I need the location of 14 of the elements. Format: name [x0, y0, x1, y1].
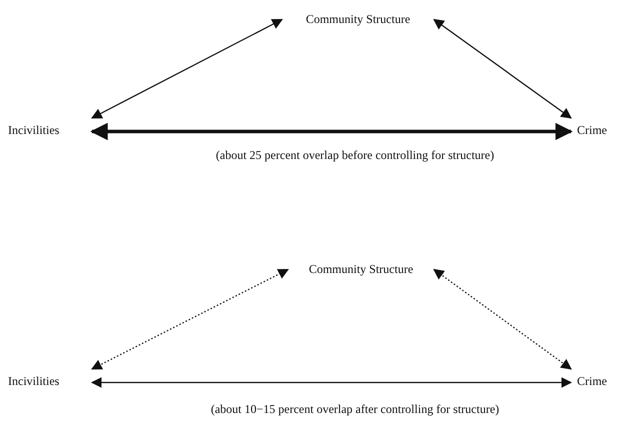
double-arrow	[90, 377, 572, 388]
node-label: Crime	[574, 372, 624, 391]
double-arrow	[433, 268, 572, 370]
double-arrow	[91, 18, 283, 119]
note: (about 10−15 percent overlap after controlling for structure)	[210, 402, 500, 417]
node-label: Incivilities	[5, 372, 89, 391]
node-label: Incivilities	[5, 121, 89, 140]
node-label: Community Structure	[291, 260, 431, 279]
double-arrow	[90, 122, 573, 140]
node-label: Community Structure	[285, 10, 431, 29]
double-arrow	[433, 18, 572, 119]
note: (about 25 percent overlap before controlling for structure)	[216, 148, 494, 163]
double-arrow	[91, 268, 289, 370]
node-label: Crime	[574, 121, 624, 140]
